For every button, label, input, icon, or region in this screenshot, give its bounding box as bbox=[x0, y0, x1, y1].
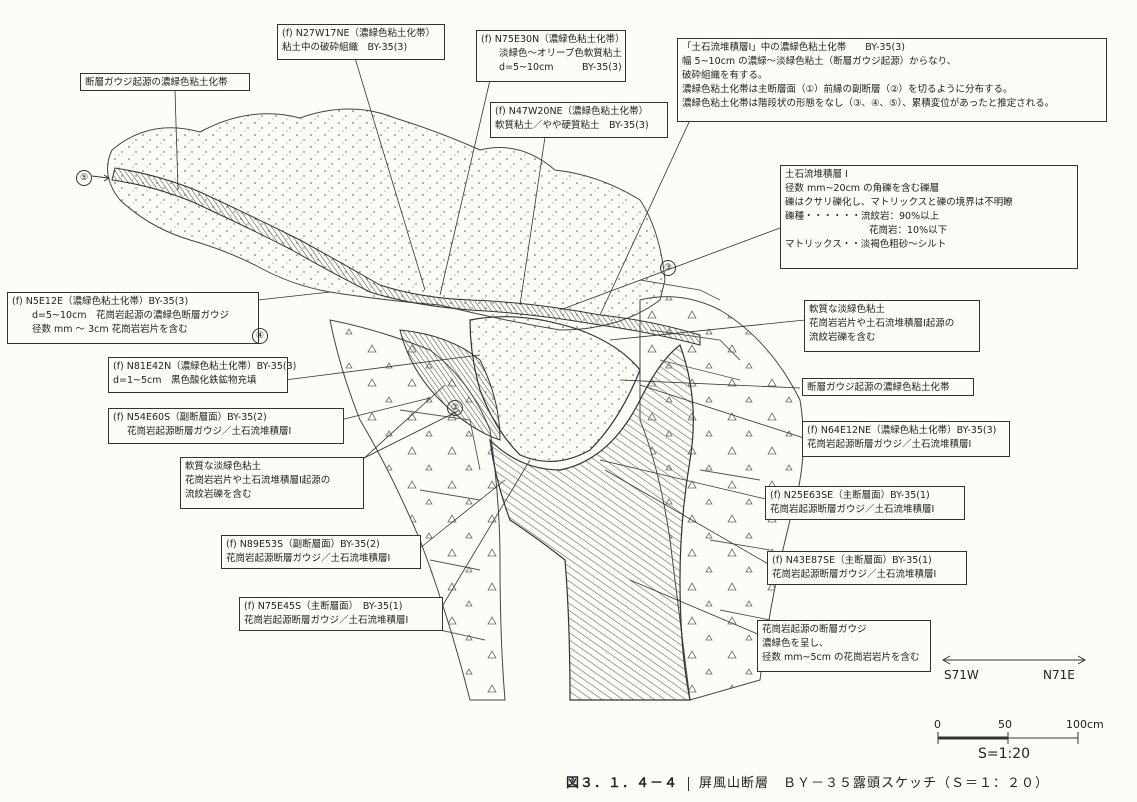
annotation-n5e12e: (f) N5E12E（濃緑色粘土化帯）BY-35(3)d=5~10cm 花崗岩起… bbox=[7, 292, 259, 344]
figure-number: 図３．１．４－４ bbox=[566, 776, 679, 791]
annotation-n43e87se: (f) N43E87SE（主断層面）BY-35(1)花崗岩起源断層ガウジ／土石流… bbox=[767, 551, 967, 585]
marker-2: ② bbox=[447, 400, 463, 416]
left-wedge bbox=[399, 329, 501, 441]
figure-title: 屏風山断層 ＢＹ－３５露頭スケッチ（Ｓ＝１：２０） bbox=[699, 776, 1050, 791]
marker-4: ④ bbox=[252, 328, 268, 344]
direction-right: N71E bbox=[1043, 668, 1075, 682]
annotation-n27w17ne: (f) N27W17NE（濃緑色粘土化帯）粘土中の破砕組織 BY-35(3) bbox=[277, 24, 445, 60]
annotation-n81e42n: (f) N81E42N（濃緑色粘土化帯）BY-35(3)d=1~5cm 黒色酸化… bbox=[108, 357, 296, 393]
debris-flow-deposit bbox=[107, 108, 666, 331]
annotation-granite-gouge: 花崗岩起源の断層ガウジ濃緑色を呈し、径数 mm~5cm の花崗岩岩片を含む bbox=[757, 620, 931, 672]
scale-tick-50: 50 bbox=[998, 718, 1012, 731]
scale-tick-100: 100cm bbox=[1066, 718, 1104, 731]
annotation-n75e45s: (f) N75E45S（主断層面） BY-35(1)花崗岩起源断層ガウジ／土石流… bbox=[239, 597, 443, 631]
annotation-n89e53s: (f) N89E53S（副断層面）BY-35(2)花崗岩起源断層ガウジ／土石流堆… bbox=[221, 535, 421, 569]
annotation-n64e12ne: (f) N64E12NE（濃緑色粘土化帯）BY-35(3)花崗岩起源断層ガウジ／… bbox=[802, 421, 1010, 457]
granite-gouge bbox=[489, 344, 694, 701]
annotation-n54e60s: (f) N54E60S（副断層面）BY-35(2)花崗岩起源断層ガウジ／土石流堆… bbox=[108, 408, 344, 444]
annotation-clay-zone-summary: 「土石流堆積層Ⅰ」中の濃緑色粘土化帯 BY-35(3)幅 5~10cm の濃緑～… bbox=[677, 38, 1107, 122]
annotation-soft-clay-left: 軟質な淡緑色粘土花崗岩岩片や土石流堆積層Ⅰ起源の流紋岩礫を含む bbox=[180, 457, 364, 509]
marker-3: ③ bbox=[660, 260, 676, 276]
direction-left: S71W bbox=[944, 668, 979, 682]
annotation-gouge-clay-top: 断層ガウジ起源の濃緑色粘土化帯 bbox=[80, 73, 250, 91]
marker-5: ⑤ bbox=[76, 170, 92, 186]
annotation-soft-clay-right: 軟質な淡緑色粘土花崗岩岩片や土石流堆積層Ⅰ起源の流紋岩礫を含む bbox=[804, 300, 980, 352]
scale-ratio: S=1:20 bbox=[978, 746, 1031, 762]
figure-caption: 図３．１．４－４ 屏風山断層 ＢＹ－３５露頭スケッチ（Ｓ＝１：２０） bbox=[566, 772, 1049, 791]
annotation-n25e63se: (f) N25E63SE（主断層面）BY-35(1)花崗岩起源断層ガウジ／土石流… bbox=[765, 486, 965, 520]
scale-tick-0: 0 bbox=[934, 718, 941, 731]
annotation-gouge-clay-right: 断層ガウジ起源の濃緑色粘土化帯 bbox=[802, 378, 974, 396]
annotation-n47w20ne: (f) N47W20NE（濃緑色粘土化帯）軟質粘土／やや硬質粘土 BY-35(3… bbox=[490, 102, 668, 138]
